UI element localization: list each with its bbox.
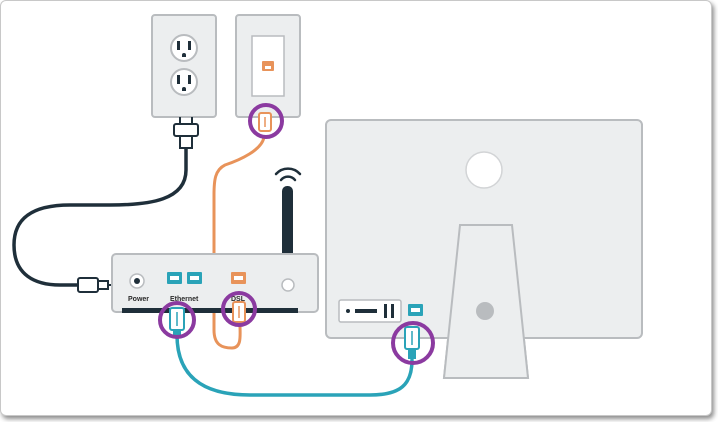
router-ethernet-label: Ethernet [170, 296, 199, 303]
power-cord [12, 146, 188, 287]
ethernet-port-icon [167, 272, 202, 284]
dsl-plug-icon [232, 301, 246, 323]
power-port-icon [129, 273, 145, 289]
monitor-icon [325, 119, 643, 379]
power-plug [77, 277, 116, 293]
dsl-port-icon [231, 272, 246, 284]
phone-plug-icon [258, 112, 272, 132]
highlight-ring-router-dsl [221, 291, 257, 327]
phone-jack-icon [235, 14, 301, 118]
wifi-signal-icon [274, 167, 302, 176]
router-icon [111, 167, 319, 313]
highlight-ring-monitor-ethernet [391, 321, 435, 365]
ethernet-plug-icon [169, 307, 185, 335]
ethernet-cable [175, 333, 414, 397]
wall-outlet-icon [151, 14, 217, 118]
highlight-ring-router-ethernet [158, 301, 196, 339]
outlet-plug-icon [173, 117, 199, 149]
monitor-ethernet-port-icon [408, 304, 423, 316]
highlight-ring-phone-jack [248, 103, 284, 139]
router-dsl-label: DSL [231, 296, 246, 303]
monitor-ethernet-plug-icon [404, 326, 420, 359]
router-power-label: Power [128, 296, 149, 303]
